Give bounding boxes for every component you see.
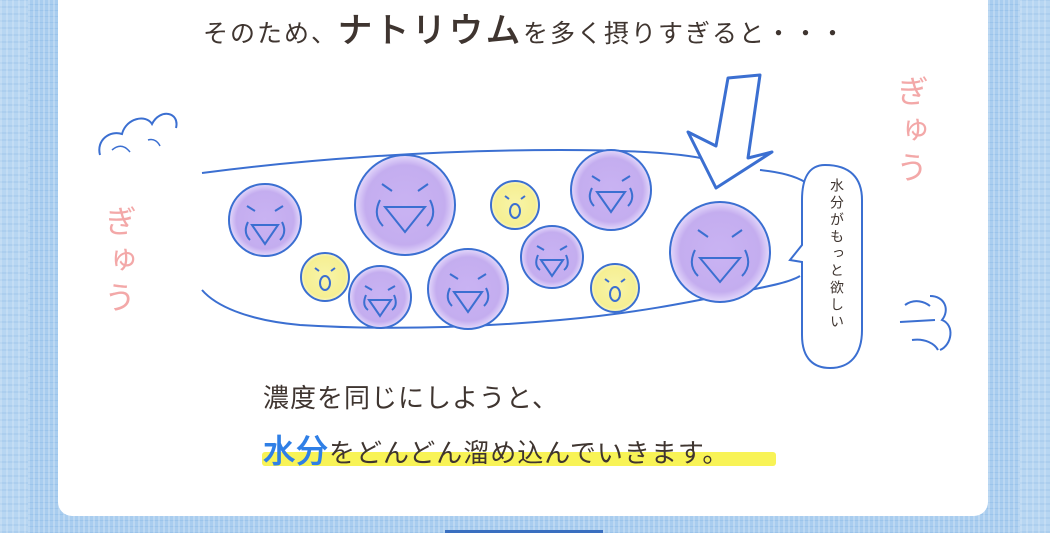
- down-arrow-icon: [686, 73, 774, 190]
- body-line-1: 濃度を同じにしようと、: [263, 384, 559, 414]
- sodium-particles: [228, 149, 771, 330]
- sodium-particle: [354, 154, 456, 256]
- sodium-particle: [520, 225, 584, 289]
- headline-prefix: そのため、: [202, 19, 338, 48]
- sodium-particle: [348, 265, 412, 329]
- tube-top-line: [201, 148, 806, 183]
- water-particle: [490, 180, 540, 230]
- puff-cloud-icon: [98, 113, 178, 156]
- water-particle: [590, 263, 640, 313]
- body-text: 濃度を同じにしようと、 水分をどんどん溜め込んでいきます。: [263, 378, 729, 472]
- sodium-particle: [427, 248, 509, 330]
- highlight-underline: [262, 452, 776, 466]
- speech-bubble: [788, 163, 863, 370]
- headline-suffix: を多く摂りすぎると・・・: [523, 19, 848, 48]
- body-emphasis: 水分: [263, 432, 330, 470]
- sound-effect-right: ぎゅう: [891, 75, 929, 189]
- water-particles: [300, 180, 640, 313]
- bottom-tab-indicator: [445, 530, 603, 533]
- body-line-2: 水分をどんどん溜め込んでいきます。: [263, 426, 729, 472]
- sodium-particle: [228, 183, 302, 257]
- speech-bubble-text: 水分がもっと欲しい: [828, 178, 844, 331]
- sound-effect-left: ぎゅう: [99, 205, 137, 319]
- sodium-particle: [570, 149, 652, 231]
- puff-lines-icon: [899, 295, 952, 351]
- sodium-particle: [669, 201, 771, 303]
- body-line-2-rest: をどんどん溜め込んでいきます。: [329, 439, 730, 469]
- headline-emphasis: ナトリウム: [338, 11, 523, 51]
- headline: そのため、ナトリウムを多く摂りすぎると・・・: [0, 6, 1050, 59]
- water-particle: [300, 252, 350, 302]
